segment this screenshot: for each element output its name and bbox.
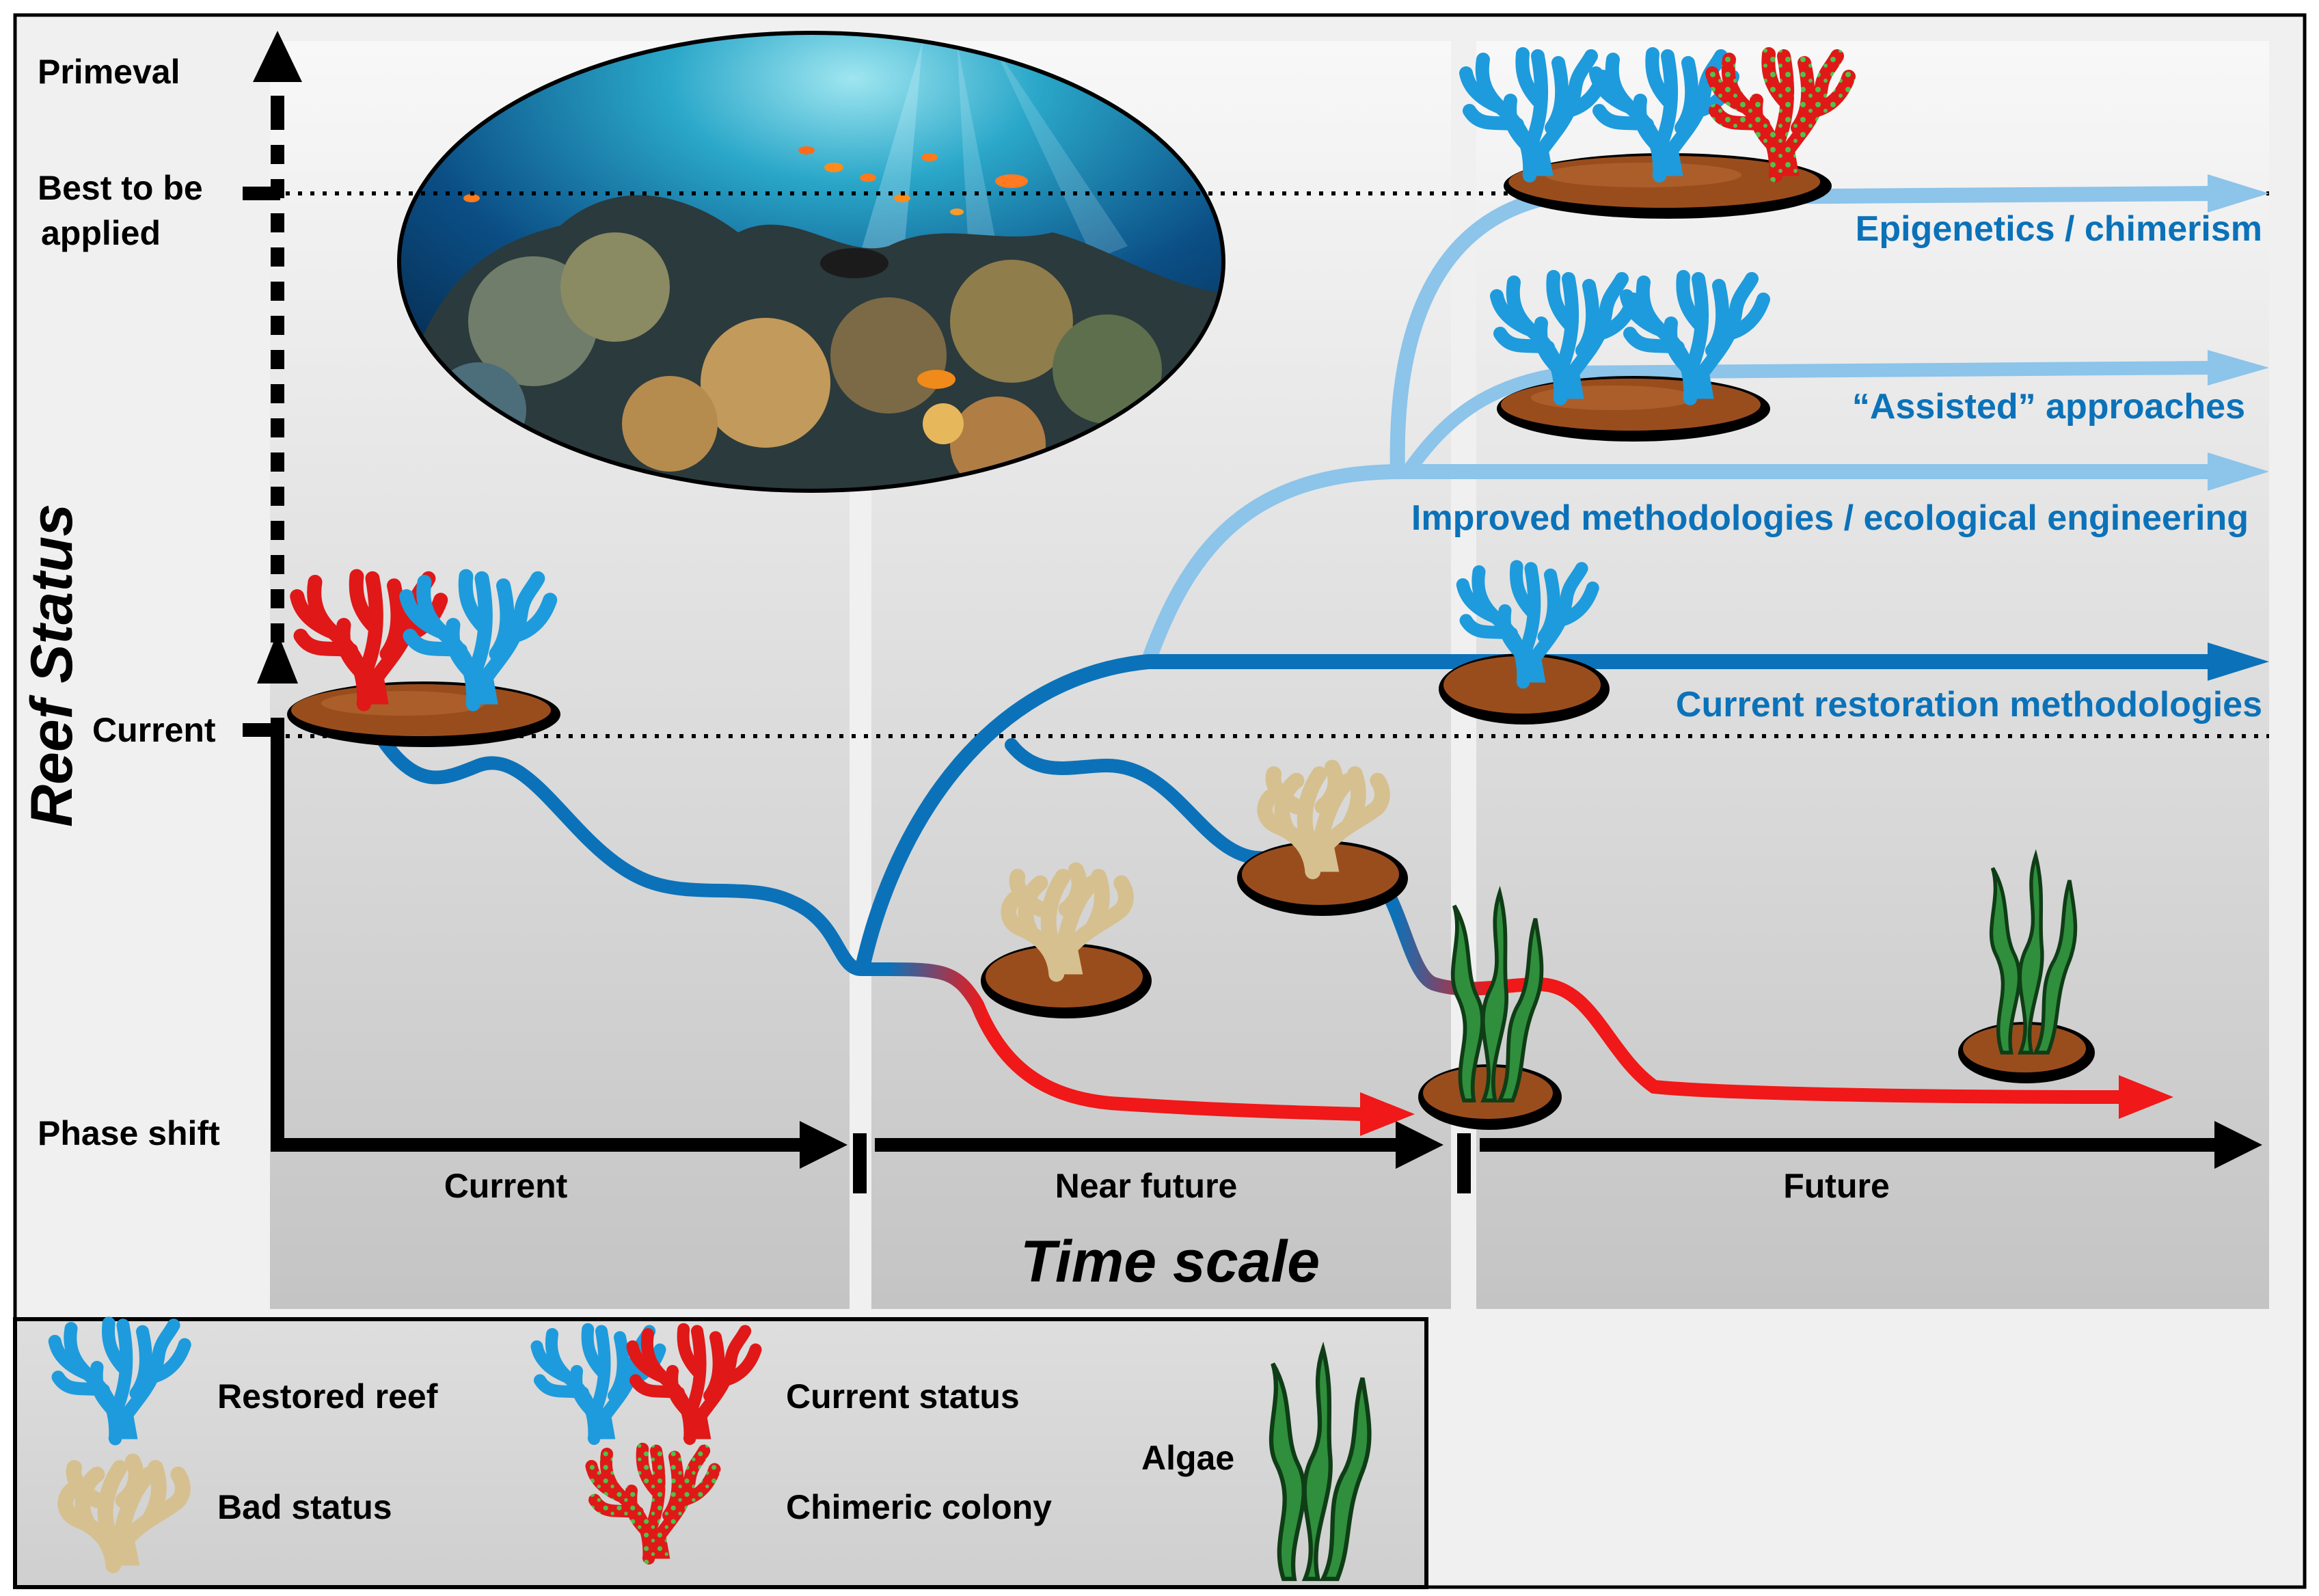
label-current-restoration: Current restoration methodologies xyxy=(1676,685,2262,725)
x-axis xyxy=(271,1121,2262,1193)
y-level-best-line2: applied xyxy=(41,214,161,252)
x-axis-title: Time scale xyxy=(1020,1229,1320,1295)
y-axis-title: Reef Status xyxy=(19,504,85,827)
legend-label-chimeric: Chimeric colony xyxy=(786,1488,1052,1526)
y-level-phase-shift: Phase shift xyxy=(38,1114,220,1152)
y-level-best-line1: Best to be xyxy=(38,169,203,207)
coral-current-restoration xyxy=(1439,567,1610,725)
algae-future-1 xyxy=(1418,893,1562,1130)
period-current: Current xyxy=(444,1167,568,1205)
legend-label-algae: Algae xyxy=(1141,1439,1234,1477)
legend: Restored reef Bad status Current status … xyxy=(13,1319,1428,1589)
period-future: Future xyxy=(1783,1167,1890,1205)
y-level-primeval: Primeval xyxy=(38,53,180,91)
period-near-future: Near future xyxy=(1055,1167,1238,1205)
coral-bleached-near-future-1 xyxy=(981,870,1152,1018)
label-improved: Improved methodologies / ecological engi… xyxy=(1411,498,2249,538)
legend-label-current-status: Current status xyxy=(786,1377,1020,1416)
label-epigenetics: Epigenetics / chimerism xyxy=(1856,209,2262,249)
y-axis xyxy=(243,31,302,1148)
legend-label-restored: Restored reef xyxy=(217,1377,438,1416)
decline-lines xyxy=(372,728,2173,1136)
pathway-lines xyxy=(855,174,2269,975)
coral-bleached-near-future-2 xyxy=(1237,768,1408,916)
label-assisted: “Assisted” approaches xyxy=(1852,387,2245,427)
algae-future-2 xyxy=(1958,856,2095,1083)
legend-label-bad: Bad status xyxy=(217,1488,392,1526)
coral-reef-photo xyxy=(397,31,1225,493)
y-level-current: Current xyxy=(92,711,216,749)
coral-epigenetics xyxy=(1466,54,1849,219)
